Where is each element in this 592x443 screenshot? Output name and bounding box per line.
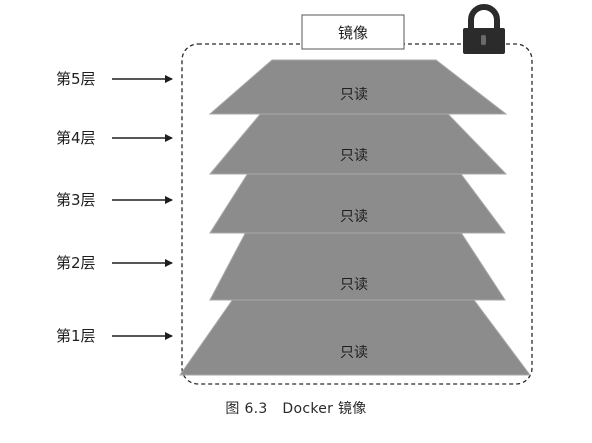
layer-labels: 第5层 第4层 第3层 第2层 第1层 [56,70,173,345]
padlock-icon [463,4,505,54]
layer-2-readonly-label: 只读 [340,276,368,293]
layer-4-readonly-label: 只读 [340,147,368,164]
layer-3-readonly-label: 只读 [340,208,368,225]
layer-stack: 只读 只读 只读 只读 只读 [179,59,531,376]
layer-5-shape [208,59,508,115]
docker-image-diagram: 镜像 只读 只读 只读 只读 只读 第5层 第4层 第3层 第2层 第1层 [56,4,533,385]
layer-5-readonly-label: 只读 [340,86,368,103]
layer-4-label: 第4层 [56,129,96,147]
layer-2-label: 第2层 [56,254,96,272]
image-title: 镜像 [338,24,368,42]
figure-caption: 图 6.3 Docker 镜像 [0,398,592,418]
figure-caption-text: Docker 镜像 [282,401,367,417]
layer-5-label: 第5层 [56,70,96,88]
layer-4-shape [208,111,508,175]
layer-1-shape [179,291,531,376]
layer-3-label: 第3层 [56,191,96,209]
figure-number: 图 6.3 [225,401,268,417]
layer-1-readonly-label: 只读 [340,344,368,361]
layer-1-label: 第1层 [56,327,96,345]
image-container [181,43,533,385]
image-title-box: 镜像 [301,14,405,50]
